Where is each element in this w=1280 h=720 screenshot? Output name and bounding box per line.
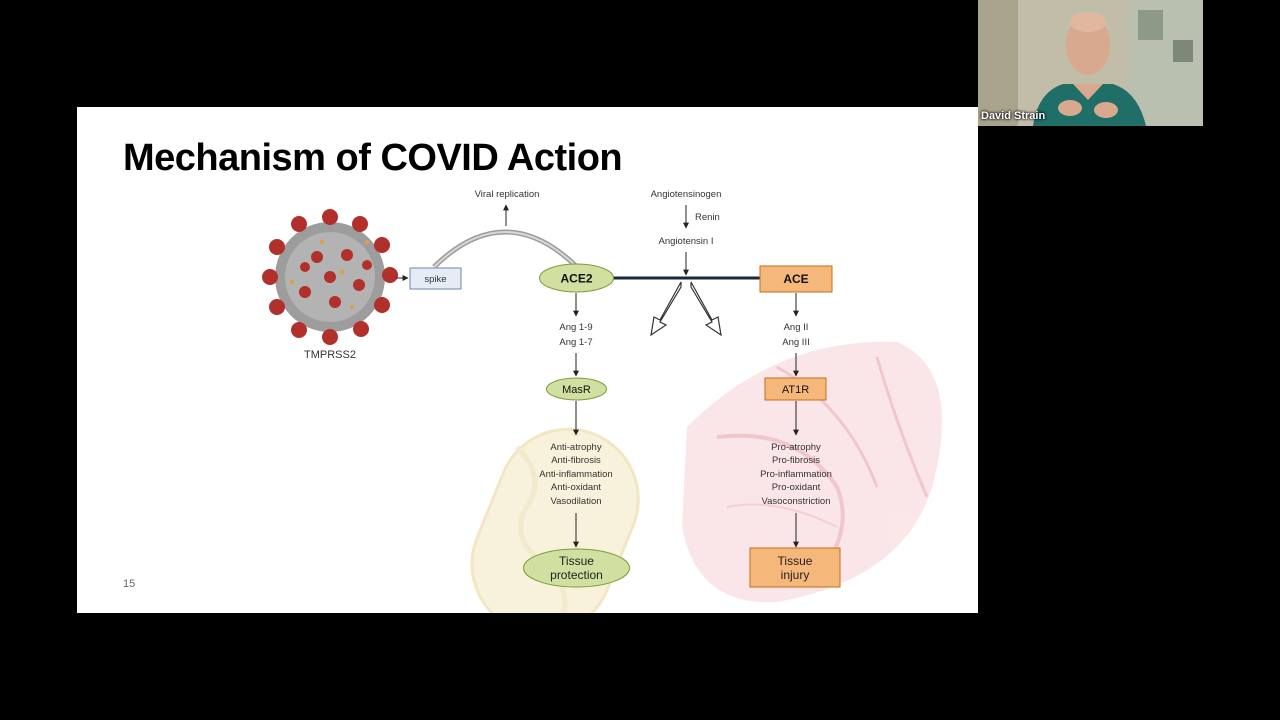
at1r-node [764,377,827,401]
harmful-effect-1: Pro-atrophy [771,442,821,453]
participant-name: David Strain [981,110,1046,122]
tissue-injury-node [749,547,841,588]
virus-label: TMPRSS2 [304,349,356,361]
spike-label: spike [424,274,446,285]
ang-1-9-label: Ang 1-9 [559,322,592,333]
renin-label: Renin [695,212,720,223]
heart-vessels-background-image [682,341,942,603]
ang-3-label: Ang III [782,337,809,348]
participant-video-tile[interactable]: David Strain [978,0,1203,126]
presentation-slide: Mechanism of COVID Action [77,107,978,613]
tissue-injury-line1: Tissue [778,554,813,568]
protective-effect-4: Anti-oxidant [551,482,602,493]
protective-effect-1: Anti-atrophy [550,442,601,453]
harmful-effect-5: Vasoconstriction [762,496,831,507]
tissue-protection-node [523,548,630,588]
angiotensinogen-label: Angiotensinogen [651,189,722,200]
protective-effect-5: Vasodilation [550,496,601,507]
ace-node [759,265,833,293]
tissue-protection-line1: Tissue [559,554,594,568]
harmful-effect-3: Pro-inflammation [760,469,832,480]
masr-node [546,377,607,401]
tissue-protection-line2: protection [550,568,603,582]
ang-2-label: Ang II [784,322,809,333]
hollow-arrow-left [650,281,682,337]
protective-effect-2: Anti-fibrosis [551,455,601,466]
at1r-label: AT1R [782,384,809,396]
raas-diagram: TMPRSS2 spike Viral replication Angioten… [262,189,942,613]
ace2-label: ACE2 [560,272,592,286]
harmful-effect-2: Pro-fibrosis [772,455,820,466]
participant-video-feed [978,0,1203,126]
ang-1-7-label: Ang 1-7 [559,337,592,348]
tissue-injury-line2: injury [781,568,810,582]
slide-title: Mechanism of COVID Action [123,137,623,179]
coronavirus-icon [262,209,398,345]
ace2-node [539,263,614,293]
hollow-arrow-right [690,281,722,337]
ace-label: ACE [783,272,808,286]
masr-label: MasR [562,384,591,396]
viral-replication-label: Viral replication [475,189,540,200]
harmful-effect-4: Pro-oxidant [772,482,821,493]
slide-page-number: 15 [123,578,136,590]
angiotensin-1-label: Angiotensin I [659,236,714,247]
protective-effect-3: Anti-inflammation [539,469,612,480]
